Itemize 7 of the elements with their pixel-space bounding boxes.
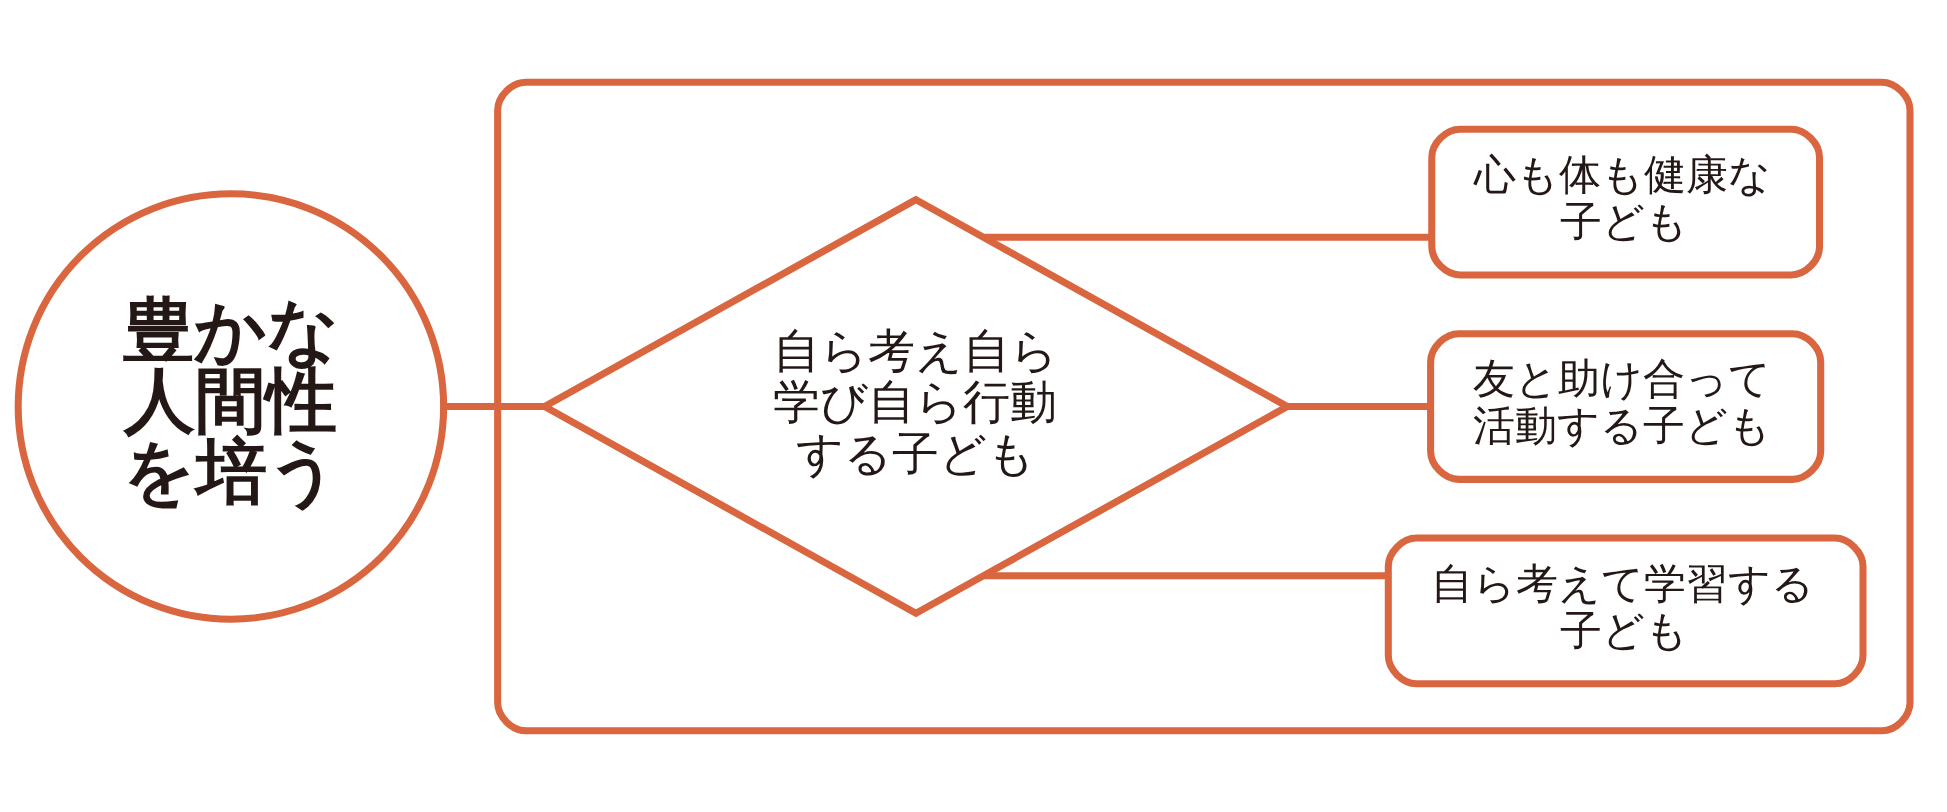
connector [984, 571, 1388, 579]
connector [984, 233, 1432, 241]
node-box: 友と助け合って活動する子ども [1427, 329, 1825, 483]
node-circle: 豊かな人間性を培う [14, 189, 448, 623]
node-box: 自ら考えて学習する子ども [1384, 534, 1867, 687]
cluster [494, 78, 1914, 734]
node-box: 心も体も健康な子ども [1428, 125, 1824, 278]
